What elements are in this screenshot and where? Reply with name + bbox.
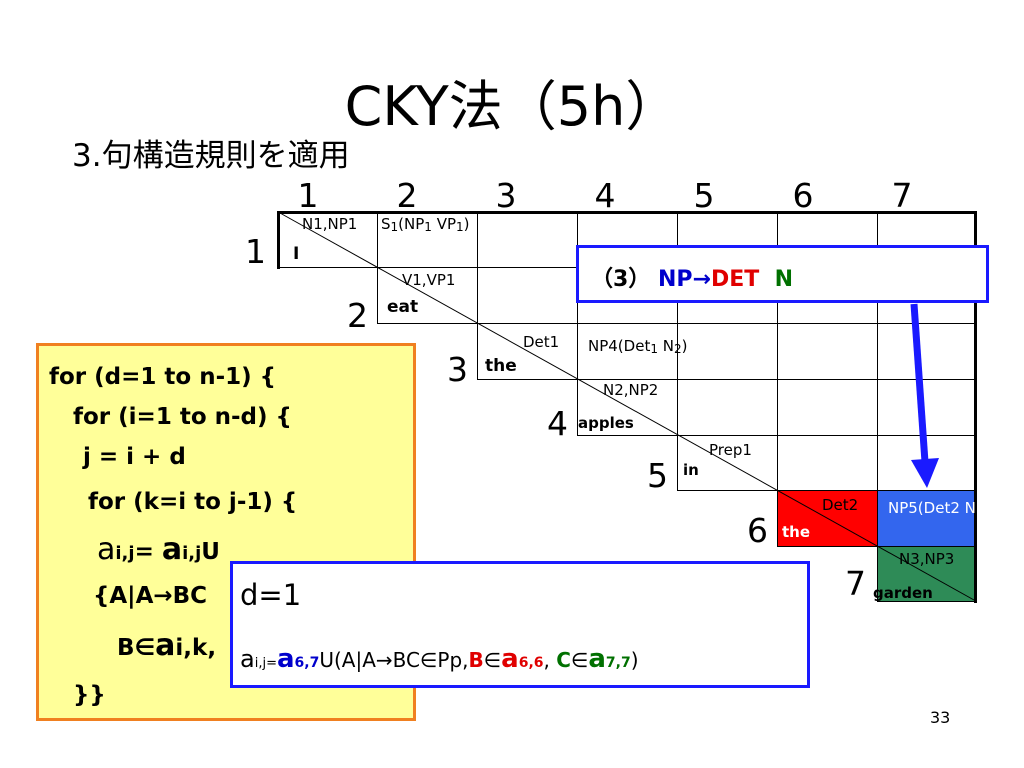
- cell-label-3-4: NP4(Det1 N2): [588, 337, 688, 356]
- col-number-4: 4: [594, 176, 616, 215]
- table-right-border: [974, 211, 977, 603]
- row-number-6: 6: [747, 511, 768, 550]
- row-number-4: 4: [547, 404, 568, 443]
- table-top-border: [277, 211, 977, 214]
- cell-6-7: [877, 490, 976, 547]
- code-line-6: {A|A→BC: [93, 583, 208, 609]
- col-number-5: 5: [693, 176, 715, 215]
- cell-label-1-2: S1(NP1 VP1): [381, 215, 470, 234]
- d-value-box: d=1 ai,j=a6,7U(A|A→BC∈Pp,B∈a6,6, C∈a7,7): [230, 561, 810, 688]
- slide-title: CKY法（5h）: [344, 75, 680, 138]
- word-4: apples: [578, 414, 634, 432]
- word-6: the: [782, 523, 811, 541]
- code-line-4: for (k=i to j-1) {: [88, 489, 298, 515]
- word-2: eat: [387, 297, 419, 317]
- word-1: I: [293, 244, 300, 264]
- cell-label-1-1: N1,NP1: [302, 215, 358, 233]
- word-5: in: [683, 461, 699, 479]
- slide-subtitle: 3.句構造規則を適用: [72, 138, 350, 174]
- col-number-7: 7: [891, 176, 913, 215]
- col-number-3: 3: [495, 176, 517, 215]
- page-number: 33: [930, 708, 951, 727]
- row-number-2: 2: [347, 296, 368, 335]
- code-line-8: }}: [73, 682, 106, 708]
- algorithm-code-box: for (d=1 to n-1) { for (i=1 to n-d) { j …: [36, 343, 416, 721]
- code-line-1: for (d=1 to n-1) {: [49, 364, 277, 390]
- row-number-5: 5: [647, 456, 668, 495]
- row-number-3: 3: [447, 350, 468, 389]
- code-line-5: ai,j= ai,jU: [97, 532, 220, 567]
- cell-label-6-7: NP5(Det2 N3): [888, 499, 992, 517]
- code-line-2: for (i=1 to n-d) {: [73, 404, 292, 430]
- rule-text: （3） NP→DET N: [591, 267, 794, 292]
- col-number-1: 1: [297, 176, 319, 215]
- cell-label-5-5: Prep1: [709, 441, 752, 459]
- word-3: the: [485, 356, 517, 376]
- cell-label-3-3: Det1: [523, 333, 560, 351]
- table-left-border: [277, 211, 280, 269]
- word-7: garden: [873, 584, 933, 602]
- d-line: d=1: [240, 578, 302, 612]
- rule-box: （3） NP→DET N: [576, 245, 989, 303]
- cell-label-7-7: N3,NP3: [899, 550, 955, 568]
- cell-label-4-4: N2,NP2: [603, 381, 659, 399]
- d-formula: ai,j=a6,7U(A|A→BC∈Pp,B∈a6,6, C∈a7,7): [240, 644, 639, 674]
- col-number-2: 2: [396, 176, 418, 215]
- cell-label-2-2: V1,VP1: [402, 271, 456, 289]
- row-number-7: 7: [845, 564, 866, 603]
- row-number-1: 1: [245, 232, 266, 271]
- cell-label-6-6: Det2: [822, 496, 859, 514]
- code-line-3: j = i + d: [83, 444, 186, 470]
- col-number-6: 6: [792, 176, 814, 215]
- code-line-7: B∈ai,k,: [117, 628, 217, 663]
